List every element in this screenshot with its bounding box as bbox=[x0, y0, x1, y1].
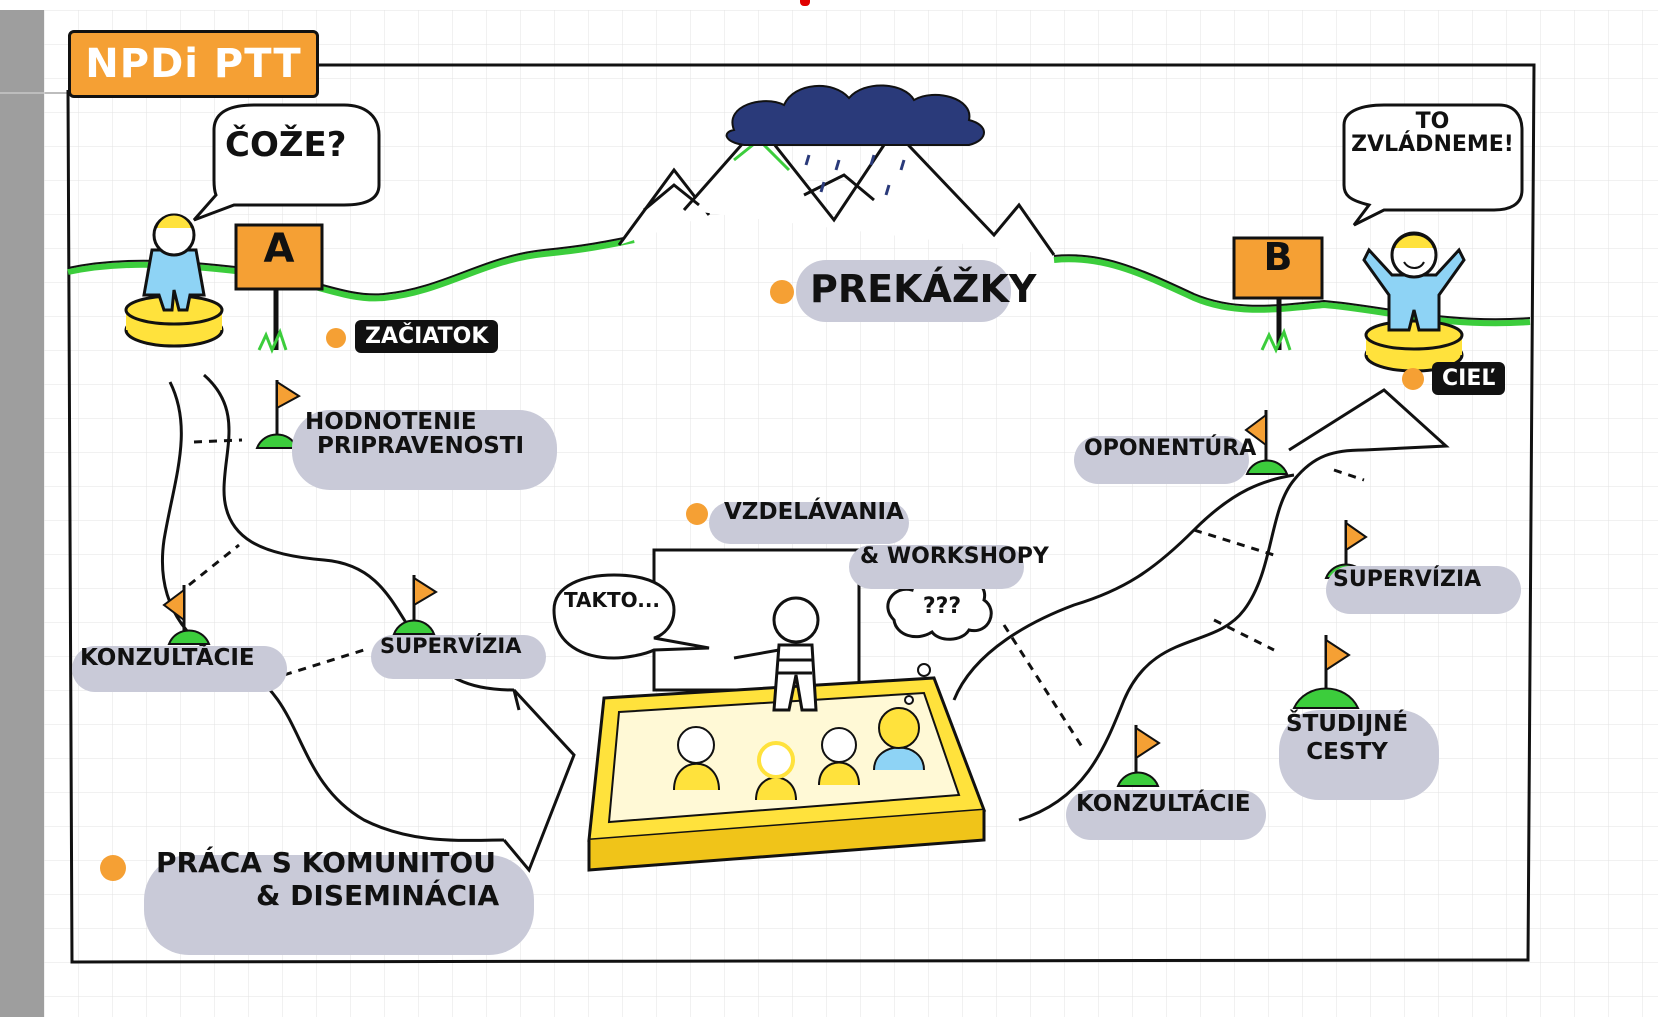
flag-konzultacie-right bbox=[1116, 725, 1161, 787]
label-praca: PRÁCA S KOMUNITOU & DISEMINÁCIA bbox=[156, 848, 499, 911]
flag-supervizia-left bbox=[392, 575, 438, 635]
viewer-side-bar bbox=[0, 10, 44, 1017]
flag-oponentura bbox=[1244, 410, 1289, 475]
title-text: NPDi PTT bbox=[85, 41, 302, 87]
speech-goal-line1: TO bbox=[1415, 109, 1450, 134]
speech-goal-line2: ZVLÁDNEME! bbox=[1351, 132, 1514, 158]
whiteboard bbox=[652, 548, 861, 692]
start-person bbox=[142, 213, 206, 312]
label-praca-line1: PRÁCA S KOMUNITOU bbox=[156, 846, 496, 879]
label-studijne: ŠTUDIJNÉ CESTY bbox=[1286, 712, 1408, 764]
bullet-vzdelavania bbox=[686, 503, 708, 525]
teacher bbox=[733, 596, 820, 712]
rain bbox=[804, 154, 906, 196]
label-ciel: CIEĽ bbox=[1432, 362, 1506, 396]
thought-text: ??? bbox=[922, 594, 962, 619]
label-vzdelavania-line1: VZDELÁVANIA bbox=[724, 499, 904, 525]
speech-teacher-text: TAKTO... bbox=[563, 588, 661, 612]
label-vzdelavania-line2: & WORKSHOPY bbox=[860, 544, 1049, 569]
label-konzultacie-right: KONZULTÁCIE bbox=[1076, 791, 1251, 817]
sign-b-text: B bbox=[1263, 235, 1293, 279]
speech-goal-text: TO ZVLÁDNEME! bbox=[1350, 110, 1515, 156]
goal-person bbox=[1362, 231, 1466, 332]
storm-cloud bbox=[725, 84, 985, 146]
label-studijne-line2: CESTY bbox=[1306, 739, 1388, 766]
sign-a-text: A bbox=[263, 226, 295, 272]
students bbox=[673, 707, 925, 801]
bullet-prekazky bbox=[770, 280, 794, 304]
label-hodnotenie: HODNOTENIE PRIPRAVENOSTI bbox=[305, 410, 524, 458]
label-konzultacie-left: KONZULTÁCIE bbox=[80, 645, 255, 671]
speech-bubble-teacher bbox=[552, 573, 710, 660]
label-praca-line2: & DISEMINÁCIA bbox=[256, 879, 500, 913]
bullet-ciel bbox=[1402, 368, 1424, 390]
label-supervizia-right: SUPERVÍZIA bbox=[1333, 567, 1482, 592]
frame bbox=[66, 63, 1536, 964]
divider bbox=[0, 92, 70, 94]
sign-b bbox=[1232, 236, 1324, 354]
bullet-praca bbox=[100, 855, 126, 881]
flag-studijne bbox=[1292, 635, 1360, 709]
label-studijne-line1: ŠTUDIJNÉ bbox=[1286, 711, 1409, 737]
red-marker bbox=[800, 0, 810, 6]
thought-cloud bbox=[886, 574, 993, 641]
label-backgrounds bbox=[72, 260, 1521, 955]
label-prekazky: PREKÁŽKY bbox=[810, 267, 1037, 311]
speech-start-text: ČOŽE? bbox=[225, 125, 347, 165]
speech-bubble-goal bbox=[1342, 103, 1524, 227]
label-hodnotenie-line1: HODNOTENIE bbox=[305, 409, 477, 435]
label-oponentura: OPONENTÚRA bbox=[1084, 436, 1257, 461]
label-supervizia-left: SUPERVÍZIA bbox=[380, 634, 522, 658]
label-hodnotenie-line2: PRIPRAVENOSTI bbox=[317, 433, 525, 460]
sign-a bbox=[234, 223, 324, 354]
flag-konzultacie-left bbox=[162, 585, 211, 645]
title-banner: NPDi PTT bbox=[68, 30, 319, 98]
bullet-zaciatok bbox=[326, 328, 346, 348]
path-right bbox=[952, 388, 1450, 822]
speech-bubble-start bbox=[192, 103, 381, 222]
sketch-canvas bbox=[44, 10, 1658, 1017]
label-zaciatok: ZAČIATOK bbox=[355, 320, 499, 354]
